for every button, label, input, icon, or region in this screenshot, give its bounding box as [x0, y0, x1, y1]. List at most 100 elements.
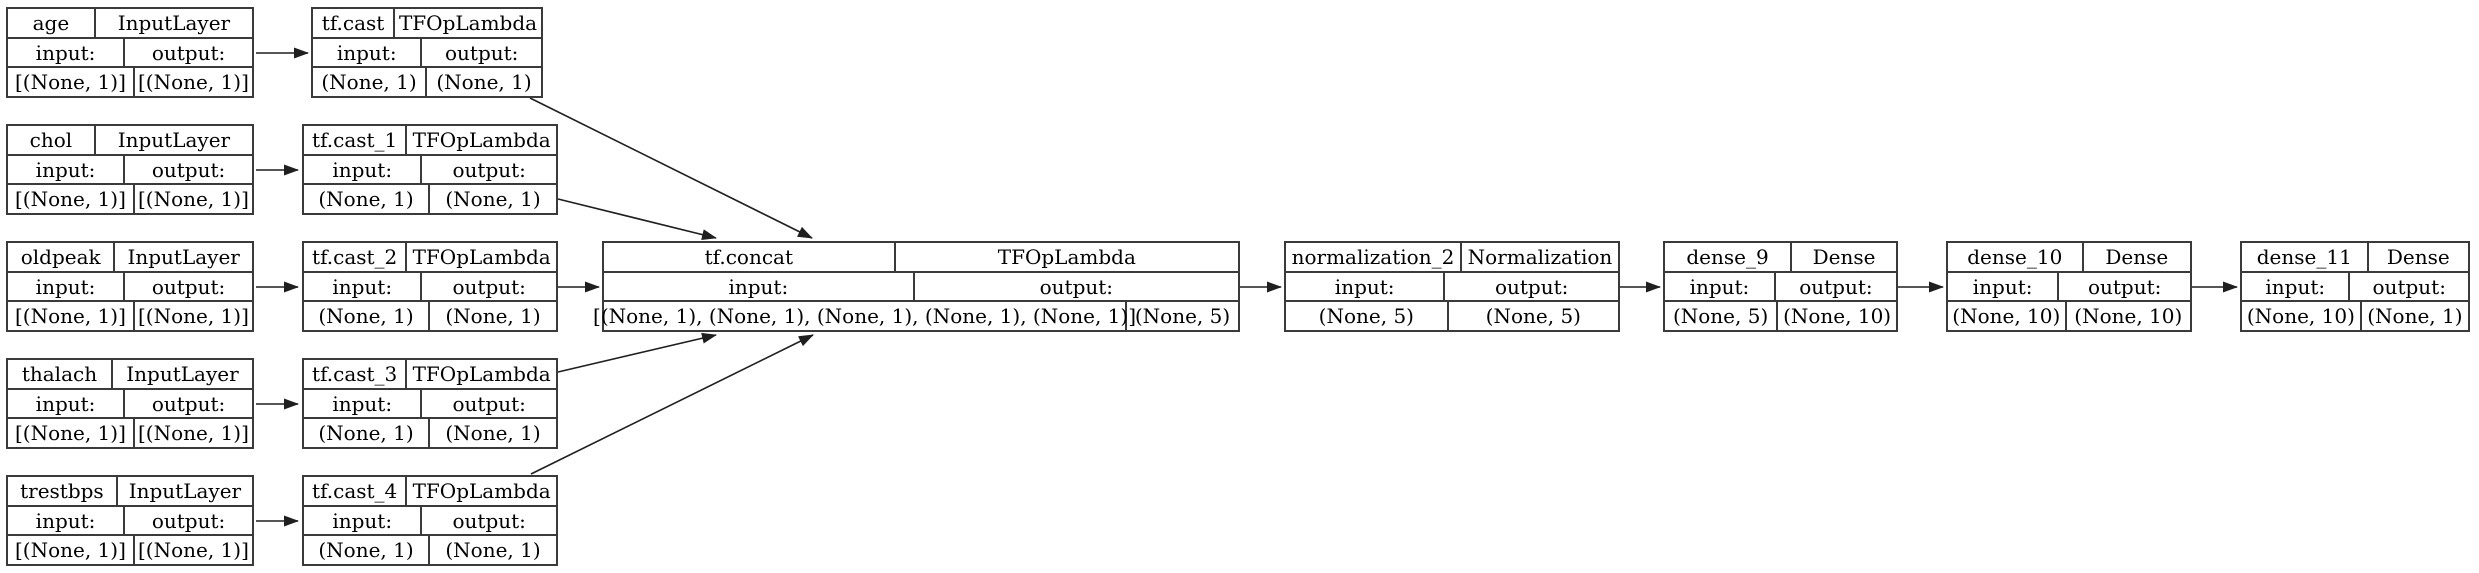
- output-label: output:: [151, 274, 226, 299]
- output-label: output:: [2087, 274, 2162, 299]
- output-label: output:: [1494, 274, 1569, 299]
- node-row: [(None, 1)][(None, 1)]: [8, 417, 252, 448]
- output-shape: (None, 5): [1485, 304, 1581, 329]
- node-row: [(None, 1)][(None, 1)]: [8, 66, 252, 97]
- edge-tf-cast-3-to-tf-concat: [557, 332, 717, 373]
- output-shape: [(None, 1)]: [137, 538, 249, 563]
- layer-name: dense_10: [1948, 243, 2084, 271]
- layer-name: normalization_2: [1286, 243, 1462, 271]
- layer-name: thalach: [8, 360, 113, 388]
- output-shape: (None, 1): [445, 421, 541, 446]
- output-label: output:: [445, 40, 519, 65]
- output-shape: (None, 10): [1783, 304, 1892, 329]
- input-shape: (None, 1): [304, 302, 430, 331]
- output-label: output:: [452, 274, 526, 299]
- input-shape: (None, 1): [304, 185, 430, 214]
- layer-name: age: [8, 9, 96, 37]
- layer-type: Dense: [2386, 244, 2450, 269]
- output-shape: [(None, 1)]: [137, 421, 249, 446]
- output-shape: (None, 1): [436, 70, 532, 95]
- layer-type: TFOpLambda: [412, 361, 551, 386]
- layer-name: trestbps: [8, 477, 118, 505]
- layer-type: Dense: [2105, 244, 2169, 269]
- input-label: input:: [604, 272, 915, 301]
- layer-name: tf.concat: [604, 243, 896, 271]
- node-row: [(None, 1)][(None, 1)]: [8, 534, 252, 565]
- node-row: input: output:: [8, 153, 252, 184]
- input-label: input:: [304, 272, 423, 301]
- input-shape: (None, 5): [1286, 302, 1449, 331]
- node-row: input: output:: [1665, 270, 1896, 301]
- input-label: input:: [304, 389, 423, 418]
- node-row: (None, 5) (None, 5): [1286, 300, 1618, 331]
- node-row: (None, 1) (None, 1): [304, 183, 556, 214]
- layer-type: InputLayer: [126, 361, 239, 386]
- output-label: output:: [151, 40, 226, 65]
- layer-name: tf.cast: [313, 9, 396, 37]
- input-shape: [(None, 1)]: [8, 419, 135, 448]
- layer-name: oldpeak: [8, 243, 116, 271]
- output-label: output:: [452, 391, 526, 416]
- node-row: input:output:: [304, 153, 556, 184]
- input-label: input:: [8, 389, 126, 418]
- layer-type: TFOpLambda: [412, 127, 551, 152]
- node-row: dense_11 Dense: [2242, 243, 2468, 271]
- node-row: [(None, 1)][(None, 1)]: [8, 183, 252, 214]
- node-row: input: output:: [8, 387, 252, 418]
- input-label: input:: [1665, 272, 1776, 301]
- output-shape: [(None, 1)]: [137, 187, 249, 212]
- layer-type: InputLayer: [117, 127, 231, 152]
- input-shape: (None, 1): [304, 419, 430, 448]
- output-label: output:: [151, 157, 226, 182]
- output-shape: (None, 1): [2367, 304, 2463, 329]
- node-row: input:output:: [304, 504, 556, 535]
- node-row: (None, 1) (None, 1): [304, 417, 556, 448]
- node-row: (None, 10)(None, 1): [2242, 300, 2468, 331]
- node-row: input:output:: [2242, 270, 2468, 301]
- input-shape: [(None, 1), (None, 1), (None, 1), (None,…: [593, 302, 1137, 331]
- input-shape: (None, 5): [1665, 302, 1779, 331]
- layer-name: dense_9: [1665, 243, 1793, 271]
- input-label: input:: [8, 38, 126, 67]
- input-label: input:: [313, 38, 423, 67]
- node-row: (None, 1) (None, 1): [313, 66, 541, 97]
- output-shape: [(None, 1)]: [137, 70, 249, 95]
- input-shape: (None, 1): [313, 68, 427, 97]
- layer-type: TFOpLambda: [412, 244, 551, 269]
- output-label: output:: [151, 508, 226, 533]
- node-row: input: output:: [1286, 270, 1618, 301]
- node-row: input:output:: [604, 270, 1238, 301]
- node-row: input: output:: [8, 270, 252, 301]
- output-shape: [(None, 1)]: [137, 304, 249, 329]
- edge-tf-cast-to-tf-concat: [529, 97, 813, 239]
- input-label: input:: [8, 155, 126, 184]
- output-label: output:: [1799, 274, 1873, 299]
- layer-name: dense_11: [2242, 243, 2369, 271]
- output-shape: (None, 1): [445, 187, 541, 212]
- output-label: output:: [2372, 274, 2446, 299]
- layer-name: tf.cast_4: [304, 477, 408, 505]
- input-label: input:: [304, 506, 423, 535]
- node-row: chol InputLayer: [8, 126, 252, 154]
- layer-name: chol: [8, 126, 96, 154]
- input-label: input:: [1286, 272, 1446, 301]
- input-label: input:: [8, 272, 126, 301]
- output-label: output:: [151, 391, 226, 416]
